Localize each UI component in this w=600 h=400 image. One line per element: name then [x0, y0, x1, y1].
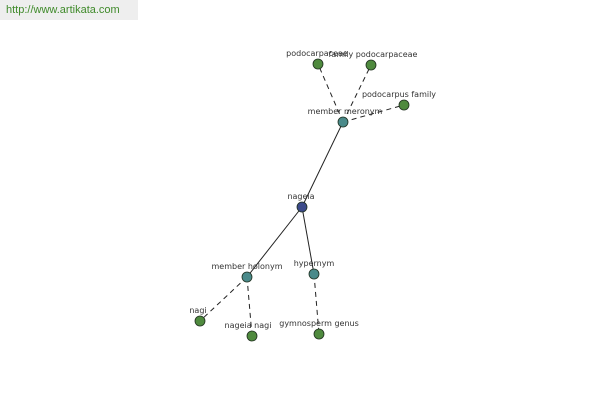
- source-url[interactable]: http://www.artikata.com: [0, 0, 138, 20]
- graph-nodes: nageia member meronym member holonym hypern…: [189, 49, 436, 342]
- edge-nageia-to-member-meronym: [301, 121, 344, 208]
- node-nageia-nagi-label: nageia nagi: [225, 321, 272, 330]
- node-nageia-label: nageia: [287, 192, 314, 201]
- node-nageia-nagi-dot[interactable]: [246, 330, 258, 342]
- edge-member-meronym-to-podocarpaceae: [317, 63, 344, 123]
- edge-member-holonym-to-nagi: [199, 276, 248, 322]
- node-gymnosperm-genus-label: gymnosperm genus: [279, 319, 359, 328]
- node-gymnosperm-genus-dot[interactable]: [313, 328, 325, 340]
- node-member-meronym[interactable]: member meronym: [308, 107, 383, 128]
- edge-nageia-to-hypernym: [301, 206, 315, 275]
- node-nagi-dot[interactable]: [194, 315, 206, 327]
- node-hypernym[interactable]: hypernym: [294, 259, 335, 280]
- node-nagi-label: nagi: [189, 306, 206, 315]
- node-member-holonym-label: member holonym: [211, 262, 282, 271]
- node-family-podocarpaceae[interactable]: family podocarpaceae: [329, 50, 418, 71]
- node-member-meronym-dot[interactable]: [337, 116, 349, 128]
- node-member-holonym[interactable]: member holonym: [211, 262, 283, 283]
- node-member-holonym-dot[interactable]: [241, 271, 253, 283]
- node-nageia[interactable]: nageia: [287, 192, 315, 213]
- node-hypernym-dot[interactable]: [308, 268, 320, 280]
- node-family-podocarpaceae-label: family podocarpaceae: [329, 50, 418, 59]
- edge-member-holonym-to-nageia-nagi: [246, 276, 253, 337]
- node-podocarpus-family-dot[interactable]: [398, 99, 410, 111]
- edge-nageia-to-member-holonym: [246, 206, 303, 278]
- node-podocarpaceae[interactable]: podocarpaceae: [286, 49, 348, 70]
- node-family-podocarpaceae-dot[interactable]: [365, 59, 377, 71]
- node-member-meronym-label: member meronym: [308, 107, 383, 116]
- node-nagi[interactable]: nagi: [189, 306, 207, 327]
- node-hypernym-label: hypernym: [294, 259, 335, 268]
- node-podocarpaceae-dot[interactable]: [312, 58, 324, 70]
- node-podocarpus-family-label: podocarpus family: [362, 90, 436, 99]
- graph-edges: [199, 63, 405, 337]
- node-gymnosperm-genus[interactable]: gymnosperm genus: [279, 319, 359, 340]
- edge-hypernym-to-gymnosperm-genus: [313, 273, 320, 335]
- node-nageia-dot[interactable]: [296, 201, 308, 213]
- node-podocarpus-family[interactable]: podocarpus family: [362, 90, 436, 111]
- node-podocarpaceae-label: podocarpaceae: [286, 49, 348, 58]
- edge-member-meronym-to-podocarpus-family: [342, 104, 405, 123]
- node-nageia-nagi[interactable]: nageia nagi: [225, 321, 272, 342]
- edge-member-meronym-to-family-podocarpaceae: [342, 64, 372, 123]
